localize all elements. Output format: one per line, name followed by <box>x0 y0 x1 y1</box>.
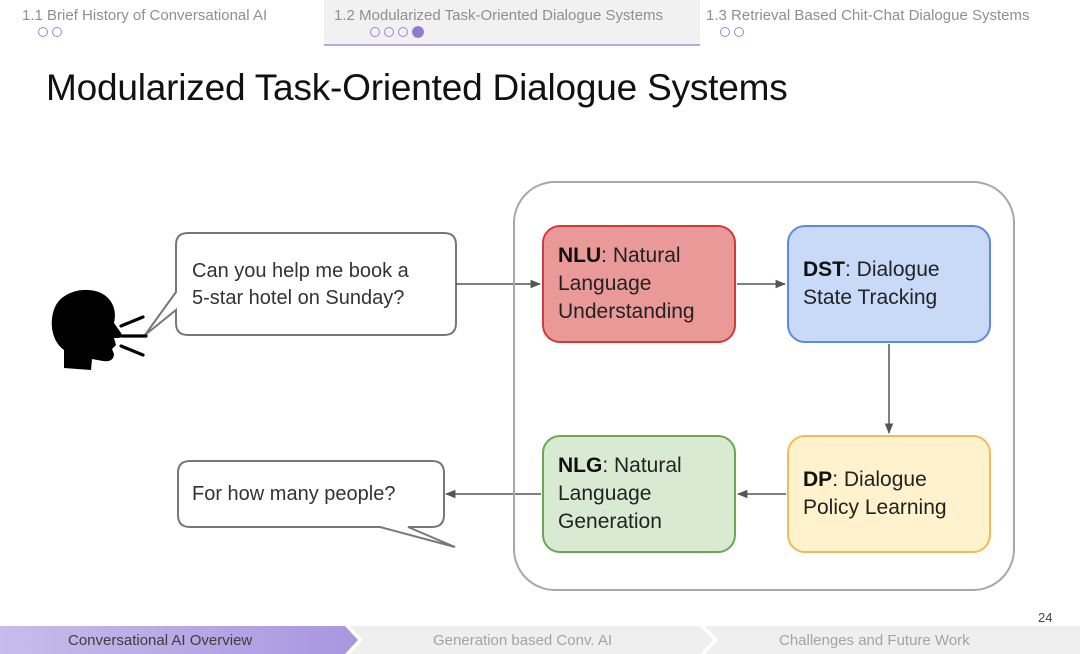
nlu-abbr: NLU <box>558 244 602 267</box>
dst-module: DST: Dialogue State Tracking <box>787 225 991 343</box>
dp-abbr: DP <box>803 468 833 491</box>
nav-section-2[interactable]: 1.2 Modularized Task-Oriented Dialogue S… <box>324 0 700 46</box>
dst-abbr: DST <box>803 258 845 281</box>
nav-section-2-dots <box>370 26 428 39</box>
dst-text-1: : Dialogue <box>845 258 940 281</box>
bottom-nav-chevron-1[interactable] <box>0 626 358 654</box>
dialogue-system-container <box>513 181 1015 591</box>
slide-title: Modularized Task-Oriented Dialogue Syste… <box>46 67 788 108</box>
nlg-module: NLG: Natural Language Generation <box>542 435 736 553</box>
top-section-nav: 1.1 Brief History of Conversational AI 1… <box>0 0 1080 46</box>
nav-section-1-label[interactable]: 1.1 Brief History of Conversational AI <box>22 7 268 24</box>
nav-dot[interactable] <box>398 27 408 37</box>
dp-text-1: : Dialogue <box>832 468 927 491</box>
nav-dot-current[interactable] <box>412 26 424 38</box>
nav-dot[interactable] <box>720 27 730 37</box>
user-utterance: Can you help me book a 5-star hotel on S… <box>192 258 409 312</box>
bottom-nav-item-generation[interactable]: Generation based Conv. AI <box>433 632 613 649</box>
bottom-nav-chevrons <box>0 626 1080 654</box>
nav-section-3[interactable]: 1.3 Retrieval Based Chit-Chat Dialogue S… <box>700 0 1080 44</box>
nav-dot[interactable] <box>734 27 744 37</box>
nav-section-2-label[interactable]: 1.2 Modularized Task-Oriented Dialogue S… <box>334 7 664 24</box>
user-utterance-line-1: Can you help me book a <box>192 260 409 282</box>
nlg-text-2: Language <box>558 482 652 505</box>
nlu-text-3: Understanding <box>558 300 695 323</box>
nav-section-1-dots <box>38 27 66 39</box>
bottom-nav-item-overview[interactable]: Conversational AI Overview <box>68 632 253 649</box>
nav-dot[interactable] <box>38 27 48 37</box>
nav-section-3-dots <box>720 27 748 39</box>
nlg-text-3: Generation <box>558 510 662 533</box>
user-speech-bubble <box>144 232 457 336</box>
nav-dot[interactable] <box>370 27 380 37</box>
nlg-abbr: NLG <box>558 454 603 477</box>
bottom-nav-item-challenges[interactable]: Challenges and Future Work <box>779 632 970 649</box>
bottom-nav-chevron-2[interactable] <box>350 626 713 654</box>
dst-text-2: State Tracking <box>803 286 938 309</box>
nlu-text-2: Language <box>558 272 652 295</box>
nlu-text-1: : Natural <box>601 244 681 267</box>
user-utterance-line-2: 5-star hotel on Sunday? <box>192 287 405 309</box>
bottom-section-nav: Conversational AI Overview Generation ba… <box>0 626 1080 654</box>
system-response: For how many people? <box>192 483 396 505</box>
nav-dot[interactable] <box>384 27 394 37</box>
nlu-module: NLU: Natural Language Understanding <box>542 225 736 343</box>
dp-text-2: Policy Learning <box>803 496 947 519</box>
dp-module: DP: Dialogue Policy Learning <box>787 435 991 553</box>
nav-section-1[interactable]: 1.1 Brief History of Conversational AI <box>0 0 324 44</box>
bottom-nav-chevron-3[interactable] <box>705 626 1080 654</box>
nav-section-3-label[interactable]: 1.3 Retrieval Based Chit-Chat Dialogue S… <box>706 7 1030 24</box>
speaking-head-icon <box>51 289 148 370</box>
page-number: 24 <box>1038 610 1053 625</box>
nlg-text-1: : Natural <box>602 454 682 477</box>
nav-dot[interactable] <box>52 27 62 37</box>
system-speech-bubble <box>177 460 456 548</box>
